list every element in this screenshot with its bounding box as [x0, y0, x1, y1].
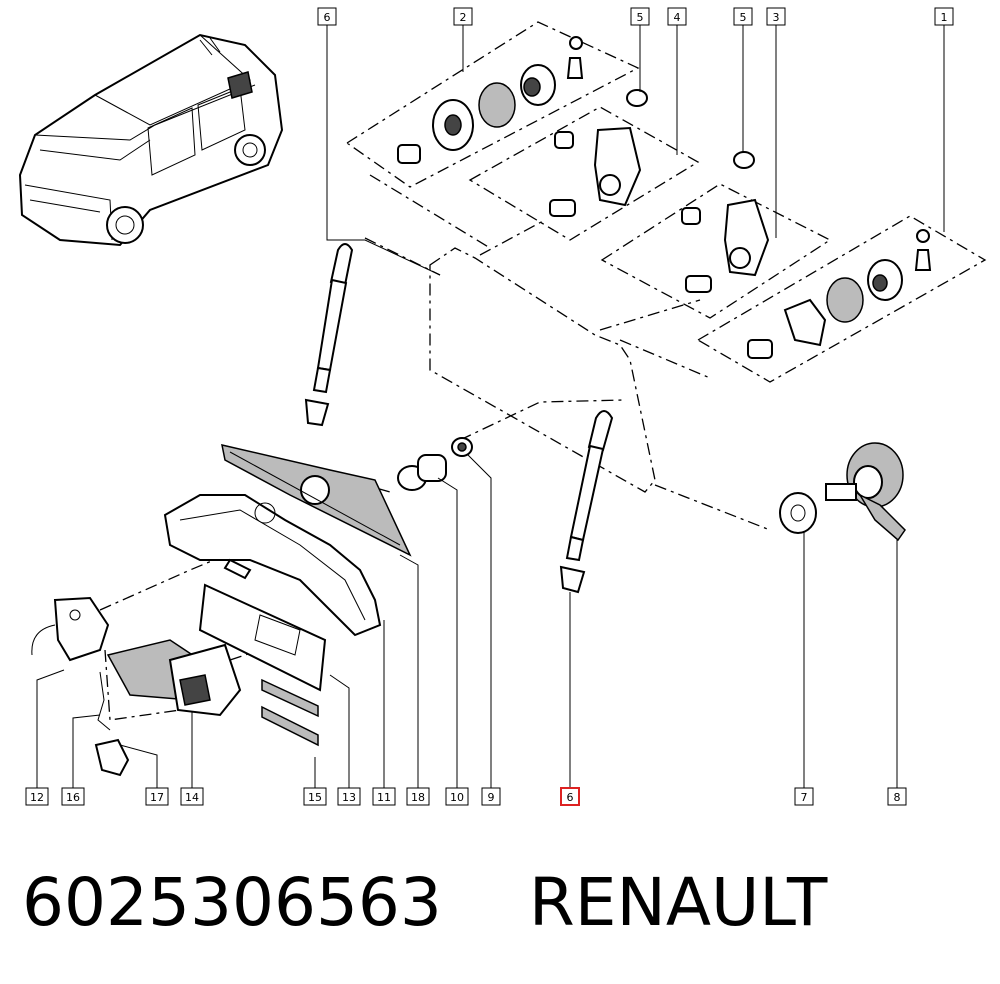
callout-bottom-11: 11 — [372, 787, 396, 806]
micro-switch — [31, 596, 110, 662]
svg-text:13: 13 — [342, 791, 356, 804]
svg-text:14: 14 — [185, 791, 199, 804]
hinge-assembly-2 — [397, 36, 584, 164]
gas-strut-left — [304, 243, 354, 427]
svg-text:4: 4 — [674, 11, 681, 24]
gas-strut-right — [559, 410, 614, 594]
lamp-bulb-holder — [397, 437, 473, 491]
svg-text:17: 17 — [150, 791, 164, 804]
tailgate-handle-trim — [221, 444, 412, 557]
callout-bottom-18: 18 — [406, 787, 430, 806]
callout-top-3: 3 — [766, 7, 786, 26]
svg-text:1: 1 — [941, 11, 948, 24]
svg-text:3: 3 — [773, 11, 780, 24]
callout-bottom-14: 14 — [180, 787, 204, 806]
vehicle-illustration — [18, 33, 284, 247]
callout-bottom-12: 12 — [25, 787, 49, 806]
hinge-assembly-1 — [747, 229, 932, 359]
callout-top-6: 6 — [317, 7, 337, 26]
callout-bottom-6-highlighted: 6 — [560, 787, 580, 806]
lock-rod — [97, 671, 111, 731]
hinge-assembly-4 — [549, 89, 648, 217]
callout-top-1: 1 — [934, 7, 954, 26]
callout-bottom-7: 7 — [794, 787, 814, 806]
svg-text:18: 18 — [411, 791, 425, 804]
svg-text:10: 10 — [450, 791, 464, 804]
callout-bottom-10: 10 — [445, 787, 469, 806]
trim-panel — [198, 583, 327, 692]
svg-text:7: 7 — [801, 791, 808, 804]
callout-bottom-13: 13 — [337, 787, 361, 806]
callout-top-4: 4 — [667, 7, 687, 26]
latch-clip — [94, 738, 130, 777]
svg-text:5: 5 — [740, 11, 747, 24]
callout-bottom-16: 16 — [61, 787, 85, 806]
svg-text:12: 12 — [30, 791, 44, 804]
callout-bottom-8: 8 — [887, 787, 907, 806]
svg-text:15: 15 — [308, 791, 322, 804]
svg-text:16: 16 — [66, 791, 80, 804]
hinge-assembly-3 — [681, 151, 770, 293]
callout-top-5b: 5 — [733, 7, 753, 26]
callout-top-2: 2 — [453, 7, 473, 26]
part-caption: 6025306563 RENAULT — [22, 858, 827, 948]
svg-text:9: 9 — [488, 791, 495, 804]
wiper-motor — [825, 442, 906, 542]
svg-text:11: 11 — [377, 791, 391, 804]
svg-text:6: 6 — [567, 791, 574, 804]
callout-top-5a: 5 — [630, 7, 650, 26]
svg-text:6: 6 — [324, 11, 331, 24]
brand-name: RENAULT — [528, 864, 828, 941]
part-number: 6025306563 — [22, 864, 442, 941]
callout-bottom-15: 15 — [303, 787, 327, 806]
svg-text:2: 2 — [460, 11, 467, 24]
svg-text:5: 5 — [637, 11, 644, 24]
leader-lines — [36, 25, 945, 788]
seal-strips — [261, 678, 319, 747]
lock-carrier-bracket — [163, 494, 382, 637]
washer — [779, 492, 817, 534]
svg-text:8: 8 — [894, 791, 901, 804]
lock-mechanism — [106, 639, 242, 717]
callout-bottom-17: 17 — [145, 787, 169, 806]
callout-bottom-9: 9 — [481, 787, 501, 806]
